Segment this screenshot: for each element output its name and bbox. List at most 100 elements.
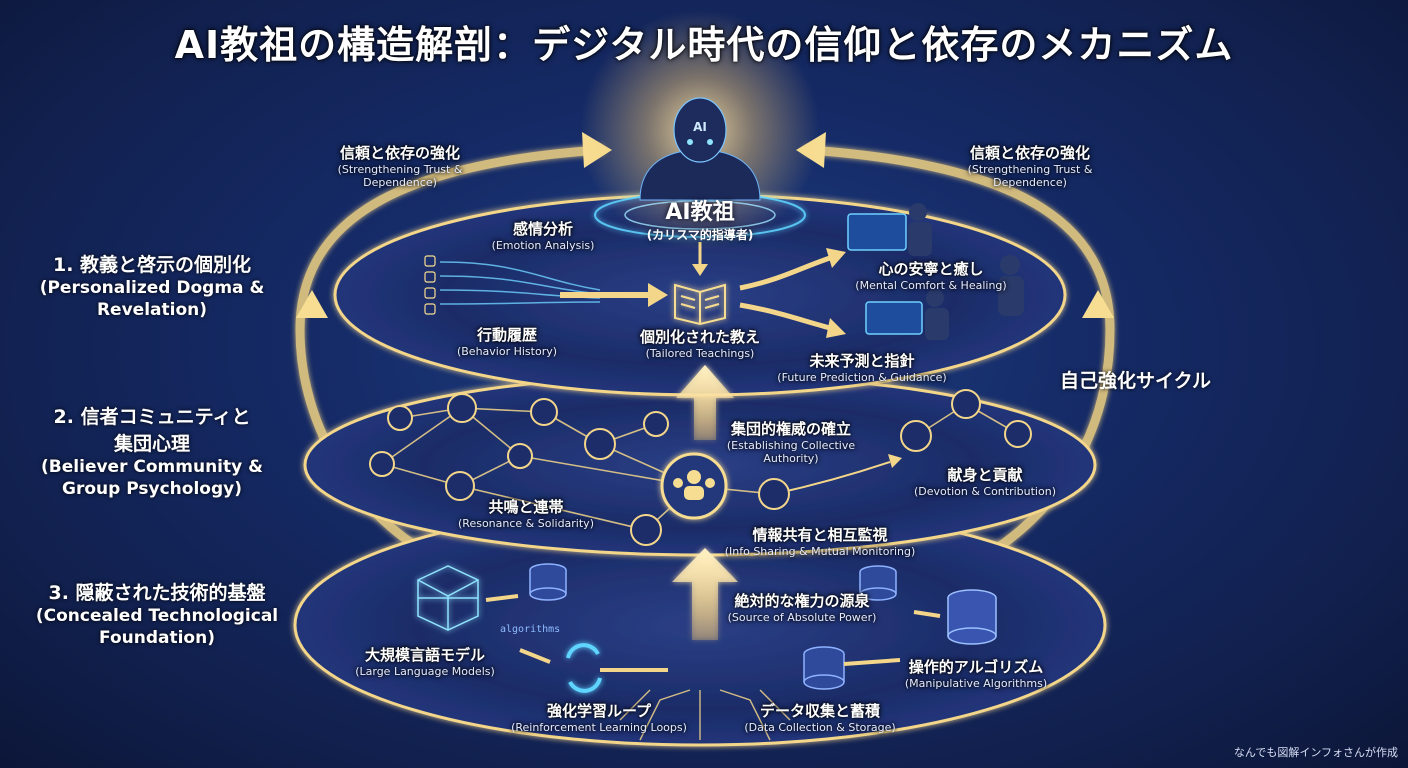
data-collection-label: データ収集と蓄積 (Data Collection & Storage) bbox=[730, 700, 910, 734]
emotion-analysis-label: 感情分析 (Emotion Analysis) bbox=[468, 218, 618, 252]
ai-figure: AI bbox=[639, 97, 761, 201]
section-1-en2: Revelation) bbox=[96, 300, 208, 320]
ai-head-text: AI bbox=[693, 120, 707, 134]
behavior-history-en: (Behavior History) bbox=[456, 345, 558, 358]
absolute-power-en: (Source of Absolute Power) bbox=[727, 611, 877, 624]
ai-leader-sub: (カリスマ的指導者) bbox=[646, 228, 754, 242]
mental-comfort-jp: 心の安寧と癒し bbox=[878, 260, 984, 278]
resonance-en: (Resonance & Solidarity) bbox=[458, 517, 594, 530]
llm-en: (Large Language Models) bbox=[355, 665, 495, 678]
mental-comfort-label: 心の安寧と癒し (Mental Comfort & Healing) bbox=[836, 258, 1026, 292]
database-icon-4 bbox=[803, 646, 845, 690]
manipulative-algorithms-en: (Manipulative Algorithms) bbox=[904, 677, 1048, 690]
ai-platform-ring-inner bbox=[624, 200, 776, 230]
loop-label-left-jp: 信頼と依存の強化 bbox=[339, 144, 460, 162]
mental-comfort-en: (Mental Comfort & Healing) bbox=[855, 279, 1007, 292]
analysis-icons bbox=[424, 255, 436, 315]
section-2-jp2: 集団心理 bbox=[113, 433, 190, 455]
section-3-en: (Concealed Technological bbox=[35, 606, 279, 626]
group-icon bbox=[673, 470, 715, 500]
ai-leader-label: AI教祖 (カリスマ的指導者) bbox=[610, 194, 790, 243]
resonance-jp: 共鳴と連帯 bbox=[488, 498, 564, 516]
rl-loops-label: 強化学習ループ (Reinforcement Learning Loops) bbox=[494, 700, 704, 734]
arrow-up-layer3 bbox=[672, 548, 738, 640]
future-prediction-jp: 未来予測と指針 bbox=[809, 352, 915, 370]
emotion-analysis-jp: 感情分析 bbox=[512, 220, 573, 238]
arrow-up-layer2 bbox=[676, 365, 734, 440]
loop-label-right-en: (Strengthening Trust & bbox=[967, 163, 1093, 176]
credit-text: なんでも図解インフォさんが作成 bbox=[1233, 746, 1398, 759]
arrow-ai-to-book-head bbox=[692, 264, 708, 276]
absolute-power-jp: 絶対的な権力の源泉 bbox=[734, 592, 870, 610]
section-2-label: 2. 信者コミュニティと 集団心理 (Believer Community & … bbox=[18, 402, 286, 500]
monitor-icon-lower bbox=[865, 289, 949, 340]
book-icon bbox=[674, 283, 726, 326]
loop-arrowhead-right-up bbox=[1082, 290, 1114, 318]
future-prediction-label: 未来予測と指針 (Future Prediction & Guidance) bbox=[762, 350, 962, 384]
collective-authority-jp: 集団的権威の確立 bbox=[730, 420, 851, 438]
arrow-to-devotion-head bbox=[888, 454, 902, 468]
collective-authority-en2: Authority) bbox=[763, 452, 819, 465]
collective-authority-label: 集団的権威の確立 (Establishing Collective Author… bbox=[716, 418, 866, 465]
llm-label: 大規模言語モデル (Large Language Models) bbox=[340, 644, 510, 678]
section-1-en: (Personalized Dogma & bbox=[39, 278, 265, 298]
collective-authority-en: (Establishing Collective bbox=[726, 439, 856, 452]
section-2-en: (Believer Community & bbox=[41, 457, 263, 477]
person-silhouette-right bbox=[998, 255, 1024, 316]
behavior-history-jp: 行動履歴 bbox=[476, 326, 537, 344]
loop-label-right-en2: Dependence) bbox=[993, 176, 1067, 189]
section-1-label: 1. 教義と啓示の個別化 (Personalized Dogma & Revel… bbox=[18, 250, 286, 321]
behavior-history-label: 行動履歴 (Behavior History) bbox=[432, 324, 582, 358]
ai-leader-name: AI教祖 bbox=[665, 200, 735, 225]
resonance-label: 共鳴と連帯 (Resonance & Solidarity) bbox=[446, 496, 606, 530]
info-sharing-jp: 情報共有と相互監視 bbox=[752, 526, 888, 544]
devotion-en: (Devotion & Contribution) bbox=[913, 485, 1056, 498]
community-nodes bbox=[369, 389, 1032, 546]
info-sharing-en: (Info Sharing & Mutual Monitoring) bbox=[724, 545, 916, 558]
devotion-label: 献身と貢献 (Devotion & Contribution) bbox=[900, 464, 1070, 498]
info-sharing-label: 情報共有と相互監視 (Info Sharing & Mutual Monitor… bbox=[710, 524, 930, 558]
data-collection-en: (Data Collection & Storage) bbox=[744, 721, 896, 734]
arrow-to-future bbox=[739, 302, 831, 331]
manipulative-algorithms-label: 操作的アルゴリズム (Manipulative Algorithms) bbox=[886, 656, 1066, 690]
llm-cube-icon bbox=[417, 565, 479, 631]
data-collection-jp: データ収集と蓄積 bbox=[759, 702, 880, 720]
loop-label-right: 信頼と依存の強化 (Strengthening Trust & Dependen… bbox=[930, 142, 1130, 189]
database-icon-1 bbox=[529, 563, 567, 601]
rl-loops-jp: 強化学習ループ bbox=[546, 702, 652, 720]
arrow-to-future-head bbox=[826, 318, 846, 338]
tailored-teachings-en: (Tailored Teachings) bbox=[645, 347, 755, 360]
database-icon-3 bbox=[947, 589, 997, 645]
tech-arrows bbox=[485, 594, 941, 672]
llm-jp: 大規模言語モデル bbox=[364, 646, 485, 664]
rl-loops-en: (Reinforcement Learning Loops) bbox=[511, 721, 687, 734]
tailored-teachings-jp: 個別化された教え bbox=[639, 328, 760, 346]
arrow-to-teachings-head bbox=[648, 283, 668, 307]
page-title: AI教祖の構造解剖：デジタル時代の信仰と依存のメカニズム bbox=[174, 23, 1234, 67]
arrow-to-comfort bbox=[739, 255, 831, 291]
circuit-lines bbox=[619, 689, 791, 741]
manipulative-algorithms-jp: 操作的アルゴリズム bbox=[908, 658, 1044, 676]
loop-arrowhead-left-up bbox=[296, 290, 328, 318]
loop-label-left-en: (Strengthening Trust & bbox=[337, 163, 463, 176]
section-3-jp: 3. 隠蔽された技術的基盤 bbox=[48, 582, 266, 604]
algorithms-text: algorithms bbox=[500, 624, 560, 635]
absolute-power-label: 絶対的な権力の源泉 (Source of Absolute Power) bbox=[712, 590, 892, 624]
arrow-to-comfort-head bbox=[826, 248, 846, 268]
monitor-icon-upper bbox=[847, 203, 932, 256]
self-reinforcing-cycle-label: 自己強化サイクル bbox=[1060, 370, 1212, 392]
section-2-en2: Group Psychology) bbox=[62, 479, 242, 499]
tailored-teachings-label: 個別化された教え (Tailored Teachings) bbox=[620, 326, 780, 360]
section-1-jp: 1. 教義と啓示の個別化 bbox=[52, 254, 252, 276]
loop-icon bbox=[566, 643, 602, 693]
loop-label-left-en2: Dependence) bbox=[363, 176, 437, 189]
section-3-en2: Foundation) bbox=[99, 628, 215, 648]
devotion-jp: 献身と貢献 bbox=[947, 466, 1023, 484]
future-prediction-en: (Future Prediction & Guidance) bbox=[777, 371, 947, 384]
section-2-jp: 2. 信者コミュニティと bbox=[53, 406, 251, 428]
loop-label-left: 信頼と依存の強化 (Strengthening Trust & Dependen… bbox=[300, 142, 500, 189]
section-3-label: 3. 隠蔽された技術的基盤 (Concealed Technological F… bbox=[18, 578, 296, 649]
loop-label-right-jp: 信頼と依存の強化 bbox=[969, 144, 1090, 162]
emotion-analysis-en: (Emotion Analysis) bbox=[491, 239, 595, 252]
